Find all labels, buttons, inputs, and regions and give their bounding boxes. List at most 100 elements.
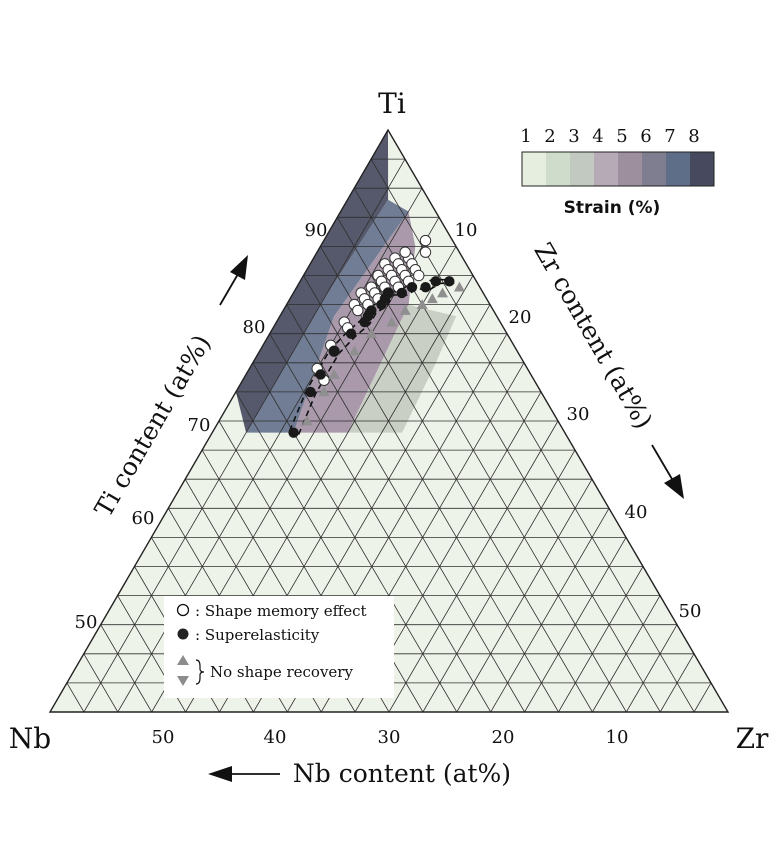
- ti-tick-label: 70: [188, 415, 211, 436]
- ti-tick-label: 80: [243, 317, 266, 338]
- strain-color-swatch: [642, 152, 666, 186]
- no-recovery-marker: [301, 415, 313, 426]
- superelasticity-marker: [345, 328, 357, 339]
- nb-axis-title: Nb content (at%): [293, 759, 511, 788]
- zr-tick-label: 30: [567, 404, 590, 425]
- superelasticity-marker: [315, 369, 326, 380]
- shape-memory-marker: [352, 304, 364, 317]
- grid-line: [388, 420, 559, 712]
- zr-tick-label: 10: [455, 220, 478, 241]
- superelasticity-marker: [359, 316, 370, 328]
- legend-label: : Shape memory effect: [195, 602, 367, 620]
- no-recovery-marker: [348, 345, 360, 356]
- nb-tick-label: 30: [378, 727, 401, 748]
- ternary-outline: [48, 128, 730, 713]
- strain-scale-label: 7: [664, 126, 675, 147]
- no-recovery-marker: [365, 328, 377, 339]
- grid-line: [303, 275, 559, 712]
- superelasticity-marker: [288, 427, 299, 438]
- superelasticity-marker: [406, 281, 418, 293]
- strain-color-swatch: [546, 152, 570, 186]
- strain-color-swatch: [570, 152, 594, 186]
- strain-scale-label: 5: [616, 126, 627, 147]
- legend-marker-filled-circle: [177, 628, 189, 640]
- grid-line: [693, 682, 712, 712]
- no-recovery-marker: [437, 287, 449, 298]
- strain-scale-label: 3: [568, 126, 579, 147]
- ti-tick-label: 50: [75, 612, 98, 633]
- shape-memory-marker: [413, 269, 425, 282]
- strain-color-swatch: [594, 152, 618, 186]
- legend-label: : Superelasticity: [195, 626, 320, 644]
- grid-line: [558, 566, 644, 712]
- strain-scale-label: 8: [688, 126, 699, 147]
- grid-line: [625, 624, 678, 712]
- strain-scale-label: 2: [544, 126, 555, 147]
- superelasticity-marker: [305, 386, 316, 398]
- superelasticity-marker: [328, 345, 340, 357]
- nb-tick-label: 50: [152, 727, 175, 748]
- ti-axis-arrow: [219, 255, 248, 306]
- vertex-label-nb: Nb: [9, 722, 51, 755]
- legend-box: [164, 596, 394, 698]
- grid-line: [592, 595, 661, 712]
- strain-region: [235, 130, 389, 433]
- legend-marker-triangle-down: [177, 676, 189, 686]
- data-markers: [288, 234, 465, 438]
- legend-marker-open-circle: [176, 603, 190, 617]
- grid-line: [422, 449, 576, 712]
- no-recovery-marker: [328, 368, 340, 379]
- strain-color-swatch: [666, 152, 690, 186]
- zr-tick-label: 20: [509, 307, 532, 328]
- grid-line: [524, 537, 627, 712]
- superelasticity-marker: [420, 281, 431, 293]
- grid-line: [490, 508, 610, 712]
- shape-memory-marker: [399, 246, 411, 258]
- strain-color-swatch: [618, 152, 642, 186]
- strain-region: [347, 304, 457, 433]
- legend: : Shape memory effect : Superelasticity …: [164, 596, 394, 698]
- no-recovery-marker: [399, 304, 411, 315]
- zr-tick-label: 40: [625, 502, 648, 523]
- no-recovery-marker: [453, 281, 465, 292]
- strain-color-swatch: [690, 152, 714, 186]
- strain-colorbar-frame: [521, 151, 715, 187]
- vertex-label-ti: Ti: [378, 87, 406, 120]
- shape-memory-marker: [419, 234, 432, 247]
- legend-marker-triangle-up: [177, 655, 189, 665]
- no-recovery-marker: [318, 386, 330, 397]
- no-recovery-marker: [416, 299, 428, 309]
- nb-tick-label: 10: [606, 727, 629, 748]
- strain-scale-label: 4: [592, 126, 603, 147]
- vertex-label-zr: Zr: [736, 722, 769, 755]
- grid-line: [456, 478, 593, 712]
- no-recovery-marker: [426, 293, 438, 304]
- ti-tick-label: 60: [132, 508, 155, 529]
- superelasticity-marker: [444, 276, 455, 287]
- no-recovery-marker: [386, 316, 398, 327]
- superelasticity-marker: [430, 276, 441, 287]
- grid-line: [83, 653, 119, 712]
- superelasticity-marker: [396, 287, 408, 299]
- grid-line: [66, 682, 85, 712]
- strain-color-swatch: [522, 152, 546, 186]
- zr-axis-arrow: [651, 444, 684, 499]
- shape-memory-marker: [419, 246, 432, 258]
- nb-tick-label: 20: [492, 727, 515, 748]
- legend-brace: [195, 659, 205, 685]
- grid-line: [659, 653, 695, 712]
- ti-tick-label: 90: [305, 220, 328, 241]
- legend-label: No shape recovery: [210, 663, 353, 681]
- nb-tick-label: 40: [264, 727, 287, 748]
- strain-scale-label: 1: [520, 126, 531, 147]
- strain-colorbar-title: Strain (%): [564, 198, 661, 218]
- grid-line: [83, 158, 406, 712]
- zr-tick-label: 50: [679, 601, 702, 622]
- strain-scale-label: 6: [640, 126, 651, 147]
- superelasticity-marker: [376, 299, 387, 310]
- grid-line: [100, 624, 153, 712]
- nb-axis-arrow: [208, 766, 280, 782]
- grid-line: [269, 333, 492, 712]
